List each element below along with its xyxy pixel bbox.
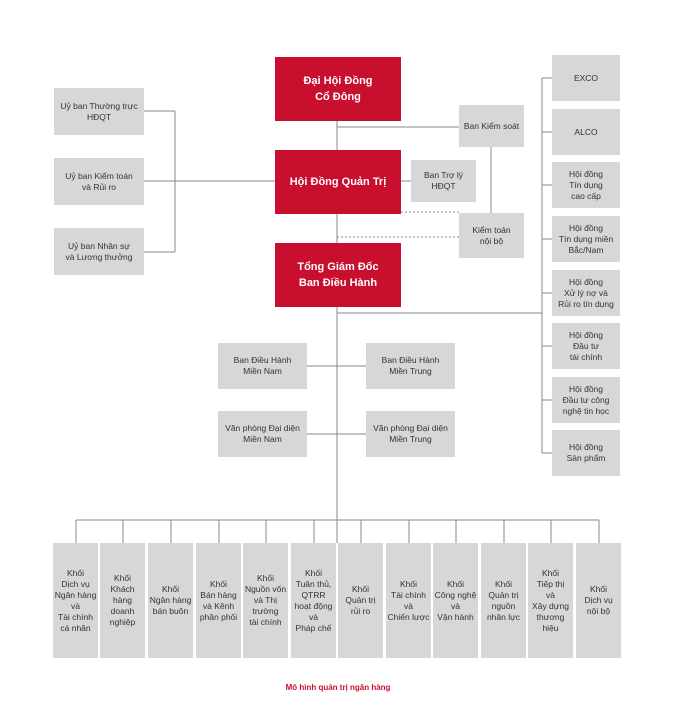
van-phong-mien-nam-box: Văn phòng Đại diện Miền Nam (218, 411, 307, 457)
kiem-toan-noi-bo-box: Kiểm toán nội bộ (459, 213, 524, 258)
block-box: Khối Dịch vụ Ngân hàng và Tài chính cá n… (53, 543, 98, 658)
block-box: Khối Ngân hàng bán buôn (148, 543, 193, 658)
right-committee-box: ALCO (552, 109, 620, 155)
right-committee-box: EXCO (552, 55, 620, 101)
uy-ban-nhan-su-box: Uỷ ban Nhân sự và Lương thưởng (54, 228, 144, 275)
right-committee-box: Hội đồng Xử lý nợ và Rủi ro tín dụng (552, 270, 620, 316)
hoi-dong-quan-tri-box: Hội Đồng Quản Trị (275, 150, 401, 214)
block-box: Khối Công nghệ và Vận hành (433, 543, 478, 658)
right-committee-box: Hội đồng Tín dụng miền Bắc/Nam (552, 216, 620, 262)
block-box: Khối Khách hàng doanh nghiệp (100, 543, 145, 658)
right-committee-box: Hội đồng Tín dụng cao cấp (552, 162, 620, 208)
uy-ban-thuong-truc-box: Uỷ ban Thường trực HĐQT (54, 88, 144, 135)
van-phong-mien-trung-box: Văn phòng Đại diện Miền Trung (366, 411, 455, 457)
block-box: Khối Quản trị rủi ro (338, 543, 383, 658)
block-box: Khối Tài chính và Chiến lược (386, 543, 431, 658)
block-box: Khối Nguồn vốn và Thị trường tài chính (243, 543, 288, 658)
block-box: Khối Quản trị nguồn nhân lực (481, 543, 526, 658)
block-box: Khối Bán hàng và Kênh phân phối (196, 543, 241, 658)
block-box: Khối Tiếp thị và Xây dựng thương hiệu (528, 543, 573, 658)
ban-kiem-soat-box: Ban Kiểm soát (459, 105, 524, 147)
ban-dieu-hanh-mien-nam-box: Ban Điều Hành Miền Nam (218, 343, 307, 389)
ban-tro-ly-hdqt-box: Ban Trợ lý HĐQT (411, 160, 476, 202)
block-box: Khối Tuân thủ, QTRR hoạt động và Pháp ch… (291, 543, 336, 658)
tong-giam-doc-box: Tổng Giám Đốc Ban Điều Hành (275, 243, 401, 307)
right-committee-box: Hội đồng Đầu tư tài chính (552, 323, 620, 369)
block-box: Khối Dịch vụ nội bộ (576, 543, 621, 658)
diagram-caption: Mô hình quản trị ngân hàng (285, 683, 391, 692)
right-committee-box: Hội đồng Sản phẩm (552, 430, 620, 476)
uy-ban-kiem-toan-rui-ro-box: Uỷ ban Kiểm toán và Rủi ro (54, 158, 144, 205)
right-committee-box: Hội đồng Đầu tư công nghệ tin học (552, 377, 620, 423)
ban-dieu-hanh-mien-trung-box: Ban Điều Hành Miền Trung (366, 343, 455, 389)
dai-hoi-dong-co-dong-box: Đại Hội Đồng Cổ Đông (275, 57, 401, 121)
